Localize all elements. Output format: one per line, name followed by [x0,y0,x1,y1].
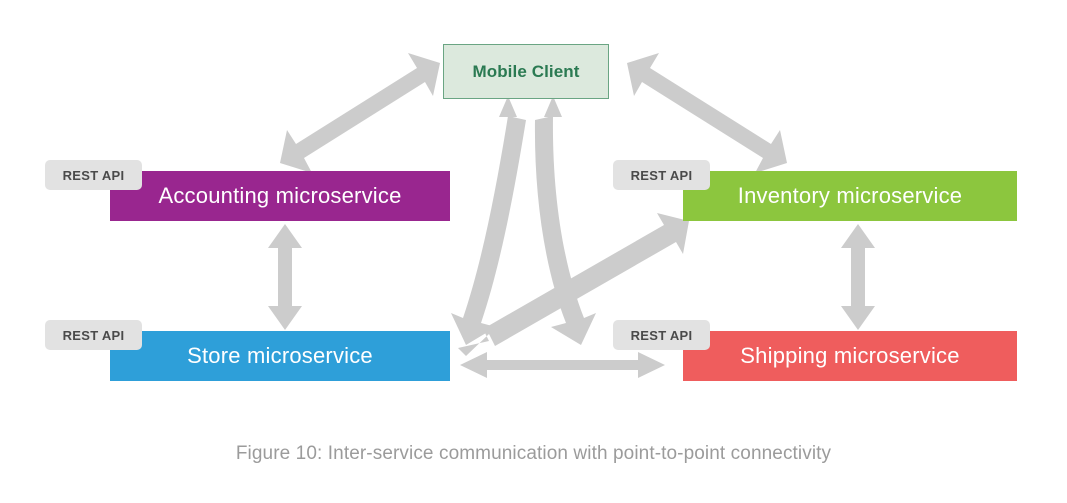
node-store-microservice[interactable]: Store microservice [110,331,450,381]
shipping-label: Shipping microservice [740,343,960,368]
node-mobile-client[interactable]: Mobile Client [443,44,609,99]
rest-api-label: REST API [630,167,693,183]
store-label: Store microservice [187,343,373,368]
rest-api-label: REST API [62,167,125,183]
node-shipping-microservice[interactable]: Shipping microservice [683,331,1017,381]
inventory-label: Inventory microservice [737,183,963,208]
rest-api-tag-shipping[interactable]: REST API [613,320,710,350]
arrow-client-shipping [534,96,596,345]
arrow-store-shipping [460,352,665,378]
arrow-client-store [451,96,526,345]
rest-api-label: REST API [630,327,693,343]
arrow-inventory-shipping [841,224,875,330]
node-accounting-microservice[interactable]: Accounting microservice [110,171,450,221]
mobile-client-label: Mobile Client [472,61,580,81]
rest-api-tag-accounting[interactable]: REST API [45,160,142,190]
figure-caption: Figure 10: Inter-service communication w… [235,443,832,464]
rest-api-tag-store[interactable]: REST API [45,320,142,350]
node-inventory-microservice[interactable]: Inventory microservice [683,171,1017,221]
arrow-client-accounting [280,53,440,173]
rest-api-tag-inventory[interactable]: REST API [613,160,710,190]
arrow-client-inventory [627,53,787,173]
arrow-accounting-store [268,224,302,330]
arrow-store-inventory [458,213,689,356]
rest-api-label: REST API [62,327,125,343]
accounting-label: Accounting microservice [158,183,402,208]
